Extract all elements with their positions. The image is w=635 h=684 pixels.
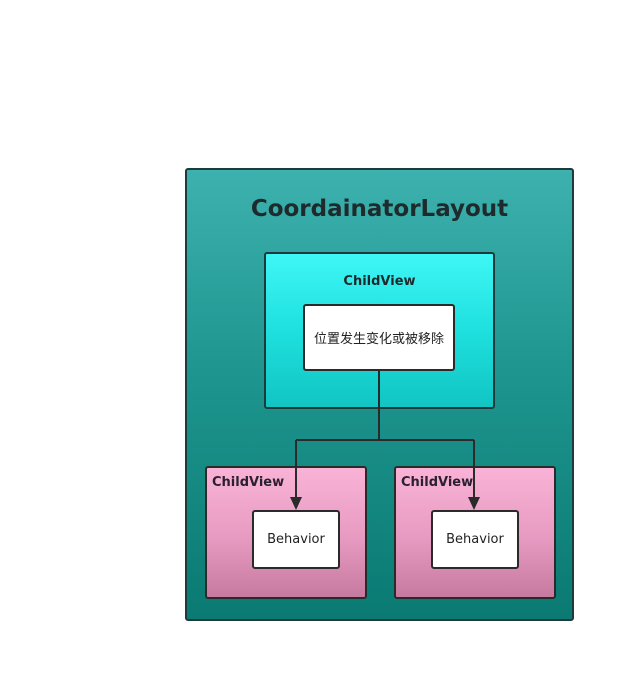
position-change-box: 位置发生变化或被移除: [303, 304, 455, 371]
dependent-child-view-label: ChildView: [401, 475, 474, 490]
behavior-text: Behavior: [267, 532, 325, 547]
behavior-box-left: Behavior: [252, 510, 340, 569]
source-child-view-label: ChildView: [343, 274, 416, 289]
behavior-text: Behavior: [446, 532, 504, 547]
behavior-box-right: Behavior: [431, 510, 519, 569]
position-change-text: 位置发生变化或被移除: [313, 332, 444, 347]
dependent-child-view-label: ChildView: [212, 475, 285, 490]
coordinator-layout-title: CoordainatorLayout: [250, 196, 509, 222]
dependent-child-view-right: ChildView: [394, 466, 556, 599]
